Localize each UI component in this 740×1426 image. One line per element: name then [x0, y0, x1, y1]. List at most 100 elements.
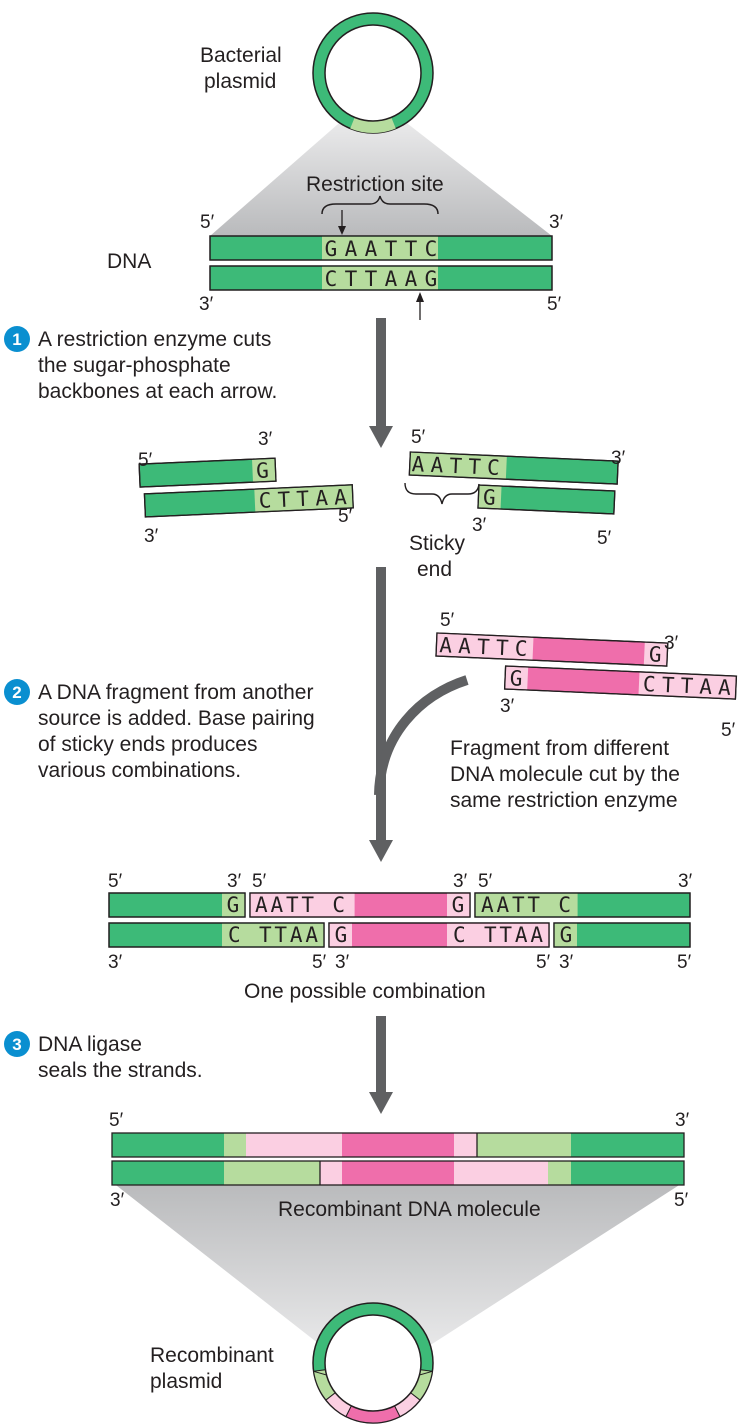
recombinant-plasmid-label-1: Recombinant — [150, 1344, 274, 1367]
base: C — [325, 267, 338, 291]
combo-top-5prime-3: 5′ — [478, 871, 493, 892]
combo-bottom-3prime: 3′ — [108, 952, 123, 973]
left-cut-fragment: G CTTAA — [138, 457, 354, 518]
foreign-fragment: AATTC G G CTTAA — [435, 632, 738, 700]
sticky-end-label-2: end — [417, 558, 452, 581]
base: G — [560, 923, 573, 947]
dna-top-5prime: 5′ — [200, 212, 215, 233]
step-3-badge: 3 — [4, 1031, 30, 1057]
foreign-fragment-bottom-5prime: 5′ — [721, 720, 736, 741]
combo-top-5prime: 5′ — [108, 871, 123, 892]
fragment-caption-line-2: DNA molecule cut by the — [450, 763, 680, 786]
fragment-caption-line-3: same restriction enzyme — [450, 789, 678, 812]
fragment-caption-line-1: Fragment from different — [450, 737, 669, 760]
combo-bottom-strand: C TTAA G C TTAA G — [108, 922, 691, 948]
dna-label: DNA — [107, 250, 151, 273]
combo-bottom-segment-host-left: C TTAA — [108, 922, 325, 948]
step-1-line-2: the sugar-phosphate — [38, 354, 231, 377]
base: C — [425, 237, 438, 261]
foreign-fragment-5prime: 5′ — [440, 610, 455, 631]
base: G — [325, 237, 338, 261]
step-2-badge: 2 — [4, 679, 30, 705]
right-fragment-5prime: 5′ — [411, 427, 426, 448]
combo-bottom-5prime-1: 5′ — [312, 952, 327, 973]
combo-top-segment-host-left: G — [108, 892, 246, 918]
dna-bottom-3prime: 3′ — [199, 294, 214, 315]
step-3-line-2: seals the strands. — [38, 1059, 203, 1082]
step-2-line-1: A DNA fragment from another — [38, 681, 313, 704]
combo-top-strand: G AATT C G AATT C — [108, 892, 691, 918]
combo-top-3prime-3: 3′ — [678, 871, 693, 892]
recombinant-plasmid-icon — [312, 1302, 434, 1424]
base: T — [405, 237, 418, 261]
combo-bottom-3prime-2: 3′ — [335, 952, 350, 973]
step-1-line-3: backbones at each arrow. — [38, 380, 277, 403]
step-2-line-4: various combinations. — [38, 759, 241, 782]
combo-bottom-5prime-2: 5′ — [536, 952, 551, 973]
bacterial-plasmid-label-1: Bacterial — [200, 44, 282, 67]
sticky-end-label-1: Sticky — [409, 532, 466, 555]
base: T — [385, 237, 398, 261]
combination-caption: One possible combination — [244, 980, 486, 1003]
base: A — [405, 267, 418, 291]
combo-bottom-segment-foreign: G C TTAA — [328, 922, 550, 948]
base: G — [648, 642, 662, 667]
base: T — [365, 267, 378, 291]
right-fragment-bottom-3prime: 3′ — [472, 515, 487, 536]
recombinant-bottom-3prime: 3′ — [110, 1190, 125, 1211]
recombinant-dna-caption: Recombinant DNA molecule — [278, 1198, 541, 1221]
dna-bottom-sequence: C T T A A G — [325, 267, 438, 291]
base: G — [256, 458, 270, 483]
combo-top-3prime-1: 3′ — [227, 871, 242, 892]
recombinant-top-3prime: 3′ — [675, 1110, 690, 1131]
combo-top-segment-host-right: AATT C — [474, 892, 691, 918]
bottom-zoom-funnel — [112, 1182, 684, 1362]
dna-top-strand — [209, 235, 553, 261]
process-arrow-2 — [369, 567, 469, 862]
base: G — [425, 267, 438, 291]
left-fragment-3prime: 3′ — [258, 429, 273, 450]
step-1-badge: 1 — [4, 326, 30, 352]
step-2-line-2: source is added. Base pairing — [38, 707, 315, 730]
base: A — [345, 237, 358, 261]
combo-top-segment-foreign: AATT C G — [249, 892, 471, 918]
svg-text:2: 2 — [12, 683, 21, 702]
right-cut-fragment: AATTC G — [408, 451, 619, 515]
combo-top-5prime-2: 5′ — [252, 871, 267, 892]
restriction-site-label: Restriction site — [306, 173, 444, 196]
step-3-line-1: DNA ligase — [38, 1033, 142, 1056]
restriction-site-brace — [321, 195, 439, 215]
process-arrow-3 — [369, 1016, 393, 1114]
base: G — [509, 666, 523, 691]
dna-bottom-5prime: 5′ — [547, 294, 562, 315]
recombinant-top-strand — [111, 1132, 685, 1158]
bacterial-plasmid-icon — [312, 12, 434, 134]
combo-bottom-3prime-3: 3′ — [559, 952, 574, 973]
right-fragment-3prime: 3′ — [611, 448, 626, 469]
svg-text:1: 1 — [12, 330, 21, 349]
base: A — [365, 237, 378, 261]
sticky-end-brace — [404, 482, 480, 505]
step-2-line-3: of sticky ends produces — [38, 733, 257, 756]
step-1-line-1: A restriction enzyme cuts — [38, 328, 271, 351]
cut-arrow-top — [338, 210, 346, 235]
left-fragment-5prime: 5′ — [138, 450, 153, 471]
left-fragment-bottom-5prime: 5′ — [338, 506, 353, 527]
cut-arrow-bottom — [416, 292, 424, 320]
foreign-fragment-3prime: 3′ — [664, 633, 679, 654]
base: G — [452, 893, 465, 917]
base: A — [385, 267, 398, 291]
base: G — [483, 485, 497, 510]
base: G — [335, 923, 348, 947]
top-zoom-funnel — [210, 124, 552, 236]
foreign-fragment-bottom-3prime: 3′ — [500, 696, 515, 717]
combo-top-3prime-2: 3′ — [453, 871, 468, 892]
dna-top-sequence: G A A T T C — [325, 237, 438, 261]
dna-bottom-strand — [209, 265, 553, 291]
base: T — [345, 267, 358, 291]
right-fragment-bottom-5prime: 5′ — [597, 528, 612, 549]
left-fragment-bottom-3prime: 3′ — [144, 526, 159, 547]
dna-top-3prime: 3′ — [549, 212, 564, 233]
recombinant-bottom-strand — [111, 1160, 685, 1186]
